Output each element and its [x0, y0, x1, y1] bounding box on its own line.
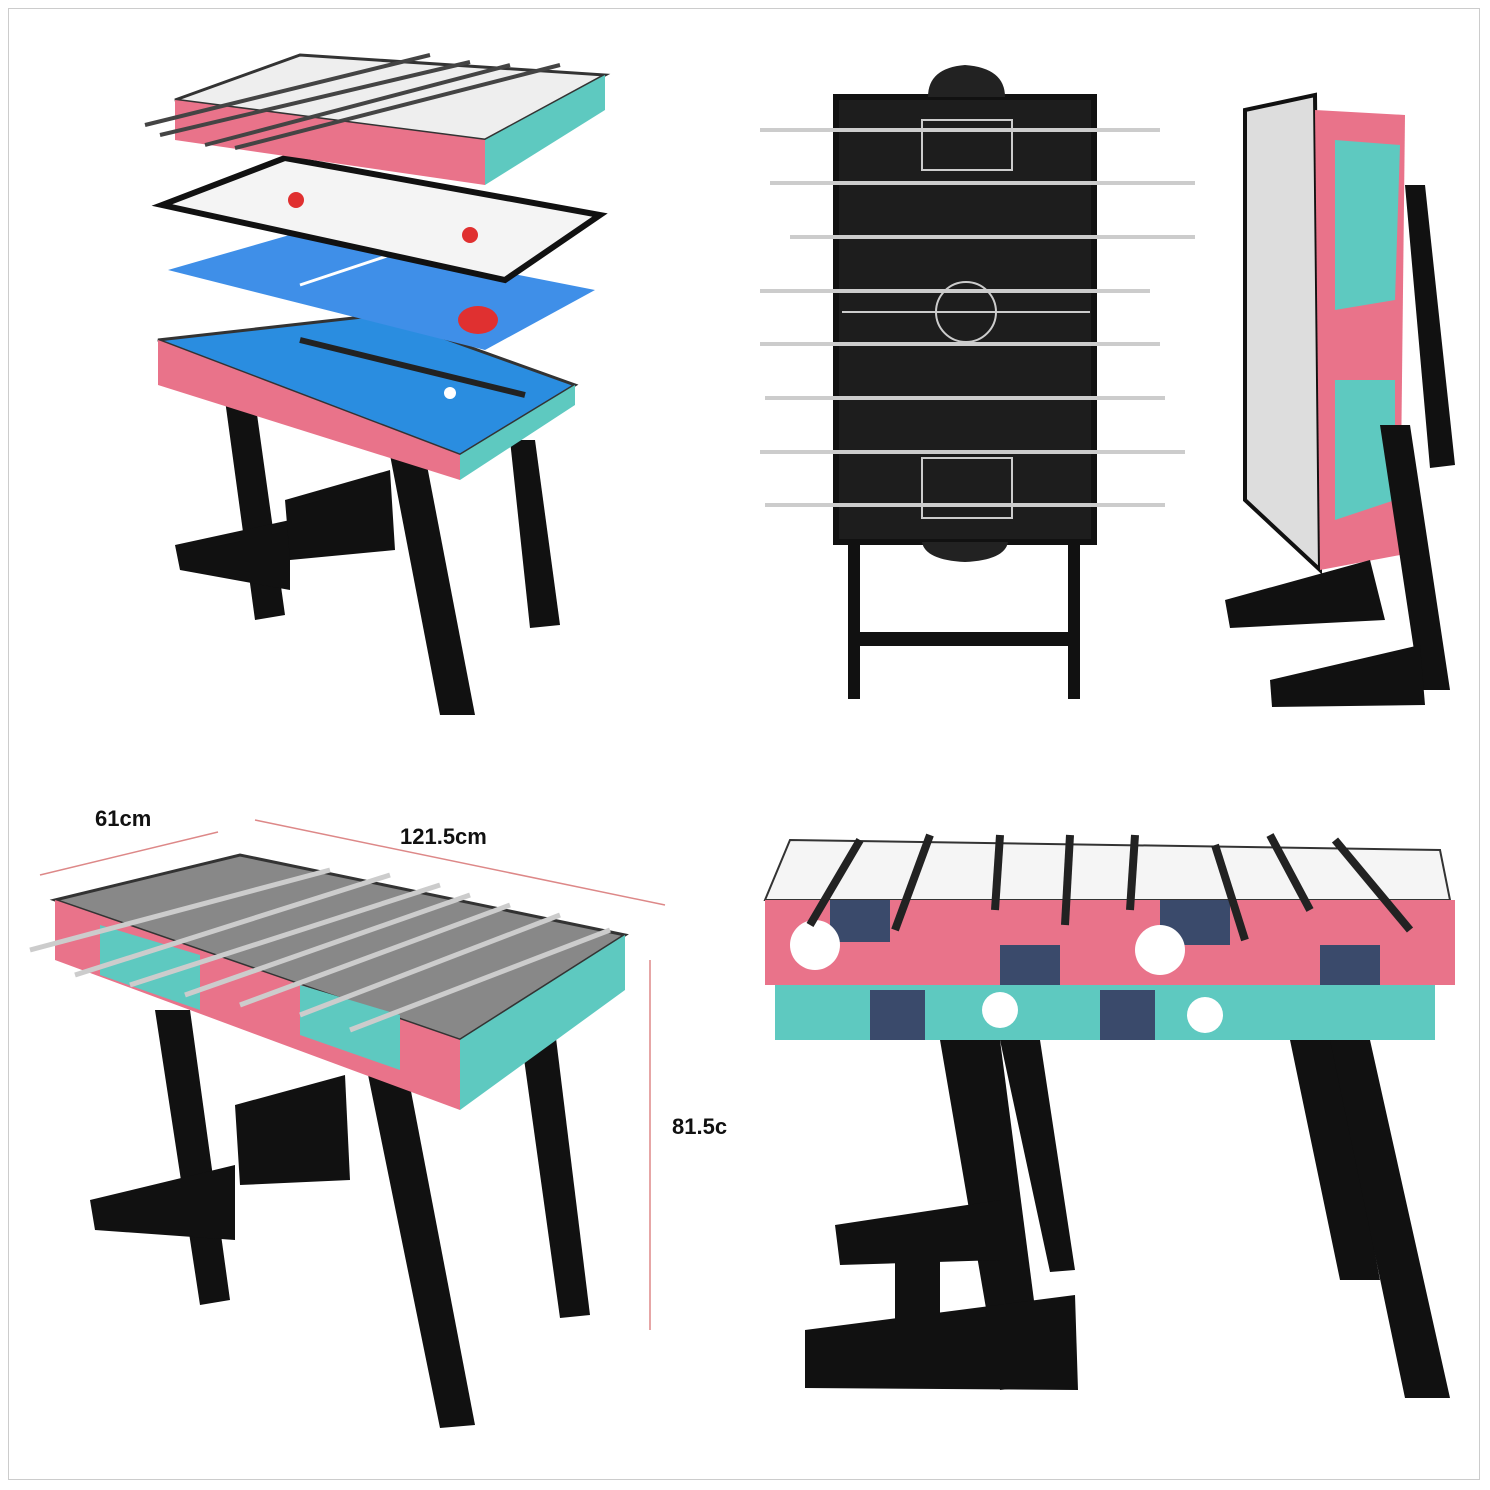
length-label: 121.5cm — [400, 824, 487, 849]
cue-ball — [444, 387, 456, 399]
dimensioned-table — [29, 819, 666, 1428]
air-hockey-top — [151, 154, 608, 284]
closeup-table-front — [763, 833, 1455, 1398]
pool-table-side — [158, 340, 460, 480]
legs — [175, 400, 560, 715]
tennis-paddle — [458, 306, 498, 334]
exploded-multigame-table — [144, 53, 611, 715]
length-line — [254, 819, 666, 906]
depth-line — [39, 831, 219, 876]
depth-label: 61cm — [95, 806, 152, 831]
pool-cue — [299, 337, 526, 398]
folded-foosball-front — [760, 65, 1195, 699]
image-border — [8, 8, 1480, 1480]
folded-table-side — [1225, 92, 1455, 707]
height-label: 81.5c — [672, 1114, 728, 1139]
tennis-net — [299, 253, 391, 287]
